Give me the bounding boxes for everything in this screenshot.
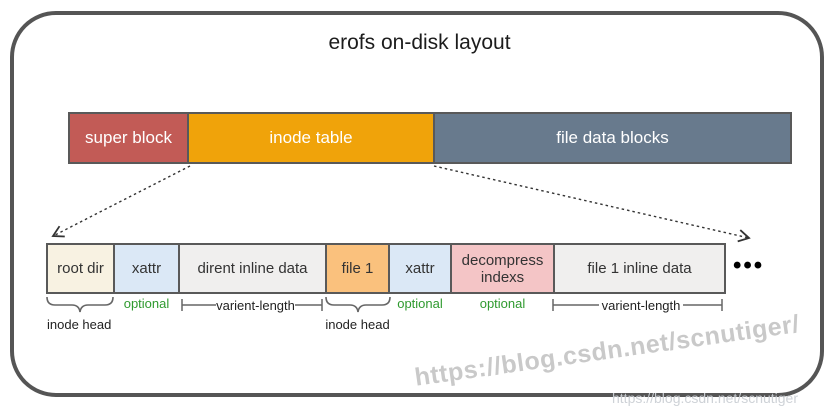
label-inode-head-left: inode head [47, 317, 112, 332]
segment-root-dir: root dir [46, 243, 115, 294]
segment-file-1-inline-data: file 1 inline data [553, 243, 726, 294]
segment-file-1: file 1 [325, 243, 390, 294]
segment-label: file data blocks [556, 128, 669, 147]
segment-xattr-2: xattr [388, 243, 452, 294]
page-title: erofs on-disk layout [328, 31, 511, 54]
label-inode-head-right: inode head [325, 317, 390, 332]
continuation-dots: ••• [733, 252, 765, 279]
segment-label: super block [85, 128, 172, 147]
label-optional-xattr-2: optional [397, 296, 443, 311]
label-varient-length-1: varient-length [216, 298, 295, 313]
segment-label: xattr [131, 260, 162, 277]
segment-dirent-inline-data: dirent inline data [178, 243, 327, 294]
segment-super-block: super block [68, 112, 189, 164]
segment-label: inode table [269, 128, 353, 147]
segment-file-data-blocks: file data blocks [433, 112, 792, 164]
segment-decompress-indexs: decompress indexs [450, 243, 555, 294]
segment-label: root dir [57, 260, 104, 277]
label-optional-decompress: optional [479, 296, 526, 311]
segment-label: file 1 [341, 260, 374, 277]
label-varient-length-2: varient-length [601, 298, 681, 313]
diagram-frame [10, 11, 824, 397]
segment-xattr-1: xattr [113, 243, 180, 294]
segment-label: dirent inline data [197, 260, 308, 277]
segment-inode-table: inode table [187, 112, 435, 164]
segment-label: decompress indexs [461, 251, 544, 286]
segment-label: xattr [405, 260, 435, 277]
segment-label: file 1 inline data [587, 260, 692, 277]
watermark-bottom-right: https://blog.csdn.net/scnutiger [612, 390, 798, 406]
label-optional-xattr-1: optional [123, 296, 170, 311]
